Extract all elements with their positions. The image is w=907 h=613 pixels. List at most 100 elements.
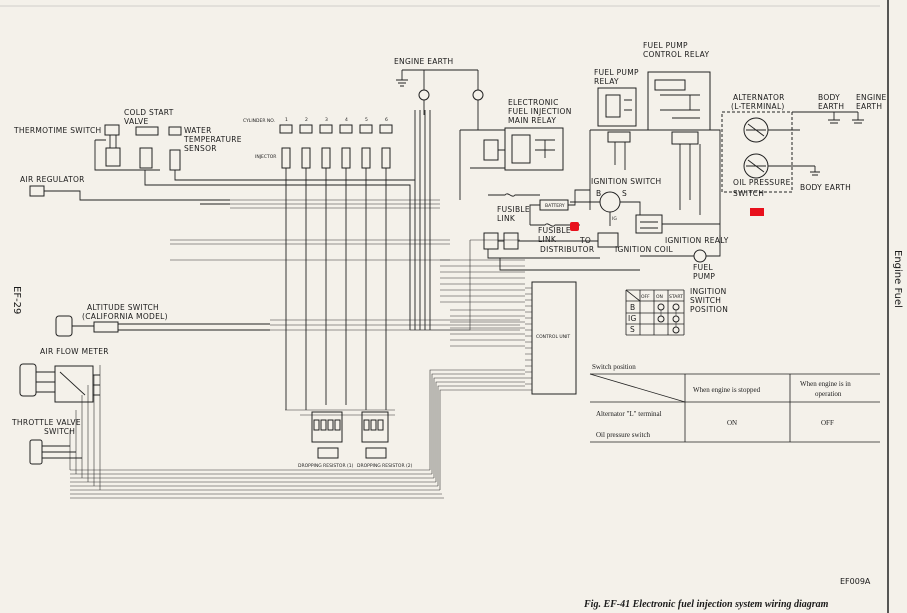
cold-start-valve-label-2: VALVE bbox=[124, 117, 149, 126]
status-col-operation-2: operation bbox=[815, 390, 842, 398]
earth-terminal-2 bbox=[472, 89, 484, 101]
dropping-resistor-1-label: DROPPING RESISTOR (1) bbox=[298, 463, 354, 469]
alternator-label-1: ALTERNATOR bbox=[733, 93, 785, 102]
ignition-coil-symbol bbox=[597, 232, 619, 248]
status-corner-label: Switch position bbox=[592, 363, 636, 371]
red-dot-marker bbox=[570, 222, 579, 231]
cold-start-valve-label-1: COLD START bbox=[124, 108, 174, 117]
control-unit-pins bbox=[525, 287, 532, 391]
efi-main-relay bbox=[504, 127, 564, 171]
red-marker bbox=[750, 208, 764, 216]
throttle-valve-label-1: THROTTLE VALVE bbox=[11, 418, 81, 427]
fuel-pump-label-1: FUEL bbox=[693, 263, 713, 272]
water-temp-connector bbox=[168, 126, 182, 136]
fusible-link-1-label-b: LINK bbox=[497, 214, 516, 223]
fusible-link-1-label-a: FUSIBLE bbox=[497, 205, 530, 214]
svg-text:4: 4 bbox=[345, 117, 348, 123]
svg-text:2: 2 bbox=[305, 117, 308, 123]
injector-connectors bbox=[279, 124, 393, 169]
status-row-oil: Oil pressure switch bbox=[596, 431, 651, 439]
figure-caption: Fig. EF-41 Electronic fuel injection sys… bbox=[583, 599, 829, 610]
thermotime-switch-body bbox=[105, 147, 121, 167]
pos-row-s: S bbox=[630, 325, 635, 334]
engine-earth-right-label-1: ENGINE bbox=[856, 93, 887, 102]
fuel-pump-control-relay bbox=[647, 71, 711, 131]
svg-text:1: 1 bbox=[285, 117, 288, 123]
pos-row-b: B bbox=[630, 303, 635, 312]
battery-label: BATTERY bbox=[545, 203, 565, 209]
injector-label: INJECTOR bbox=[255, 154, 276, 160]
control-unit-box bbox=[531, 281, 577, 395]
dropping-resistor-2 bbox=[361, 411, 389, 459]
ignition-position-label-1: INGITION bbox=[690, 287, 727, 296]
status-value-stopped: ON bbox=[727, 419, 737, 427]
air-flow-meter-circuit bbox=[54, 365, 94, 403]
pos-row-ig: IG bbox=[628, 314, 637, 323]
ignition-position-label-3: POSITION bbox=[690, 305, 728, 314]
thermotime-switch-connector bbox=[104, 124, 120, 136]
efi-relay-label-3: MAIN RELAY bbox=[508, 116, 556, 125]
fuel-pump bbox=[693, 249, 707, 263]
ignition-switch-label: IGNITION SWITCH bbox=[591, 177, 661, 186]
status-row-alternator: Alternator "L" terminal bbox=[596, 410, 662, 418]
engine-earth-right-label-2: EARTH bbox=[856, 102, 882, 111]
lower-bus bbox=[69, 365, 525, 499]
dropping-resistor-1 bbox=[311, 411, 343, 459]
efi-relay-connector bbox=[483, 139, 499, 161]
cylinder-numbers: 1 2 3 4 5 6 bbox=[285, 117, 388, 123]
to-distributor-label-2: DISTRIBUTOR bbox=[540, 245, 594, 254]
air-flow-meter-label: AIR FLOW METER bbox=[40, 347, 109, 356]
altitude-switch-connector bbox=[93, 321, 119, 333]
to-distributor-label-1: TO bbox=[579, 236, 591, 245]
ignition-switch-ig: IG bbox=[612, 216, 617, 222]
pos-header-start: START bbox=[669, 294, 683, 300]
cylinder-no-label: CYLINDER NO. bbox=[243, 118, 275, 124]
efi-relay-label-1: ELECTRONIC bbox=[508, 98, 559, 107]
pos-header-off: OFF bbox=[641, 294, 650, 300]
fuel-pump-label-2: PUMP bbox=[693, 272, 715, 281]
earth-terminal-1 bbox=[418, 89, 430, 101]
svg-text:3: 3 bbox=[325, 117, 328, 123]
ignition-position-label-2: SWITCH bbox=[690, 296, 721, 305]
distributor-connector-1 bbox=[483, 232, 499, 250]
oil-pressure-label-2: SWITCH bbox=[733, 189, 764, 198]
status-col-operation-1: When engine is in bbox=[800, 380, 851, 388]
switch-status-table: Switch position When engine is stopped W… bbox=[589, 363, 880, 443]
ignition-position-table: OFF ON START B IG S bbox=[625, 289, 685, 336]
fuel-pump-relay bbox=[597, 87, 637, 127]
altitude-switch-body bbox=[55, 315, 73, 337]
air-regulator-connector bbox=[29, 185, 45, 197]
status-col-stopped: When engine is stopped bbox=[693, 386, 761, 394]
altitude-switch-label-1: ALTITUDE SWITCH bbox=[87, 303, 159, 312]
ignition-relay bbox=[635, 214, 663, 234]
cold-start-valve-body bbox=[139, 147, 153, 169]
body-earth-top-label-1: BODY bbox=[818, 93, 840, 102]
thermotime-switch-label: THERMOTIME SWITCH bbox=[13, 126, 101, 135]
ignition-coil-label: IGNITION COIL bbox=[615, 245, 673, 254]
efi-relay-label-2: FUEL INJECTION bbox=[508, 107, 572, 116]
status-value-operation: OFF bbox=[821, 419, 834, 427]
dropping-resistor-2-label: DROPPING RESISTOR (2) bbox=[357, 463, 413, 469]
fuel-pump-control-label-2: CONTROL RELAY bbox=[643, 50, 709, 59]
section-label: Engine Fuel bbox=[892, 250, 903, 308]
ignition-relay-label: IGNITION REALY bbox=[665, 236, 729, 245]
fusible-link-2-label-a: FUSIBLE bbox=[538, 226, 571, 235]
fuel-pump-relay-label-1: FUEL PUMP bbox=[594, 68, 639, 77]
water-temp-body bbox=[169, 149, 181, 171]
throttle-valve-label-2: SWITCH bbox=[44, 427, 75, 436]
alternator-label-2: (L-TERMINAL) bbox=[731, 102, 785, 111]
ignition-switch-b: B bbox=[596, 189, 601, 198]
control-unit-harness bbox=[440, 259, 525, 347]
ignition-switch bbox=[599, 191, 621, 213]
fuel-pump-control-label-1: FUEL PUMP bbox=[643, 41, 688, 50]
engine-earth-top-label: ENGINE EARTH bbox=[394, 57, 453, 66]
alternator-oil-group bbox=[721, 111, 793, 193]
main-harness bbox=[144, 110, 520, 416]
body-earth-right-label: BODY EARTH bbox=[800, 183, 851, 192]
cold-start-valve-connector bbox=[135, 126, 159, 136]
air-regulator-label: AIR REGULATOR bbox=[20, 175, 85, 184]
control-unit-label: CONTROL UNIT bbox=[536, 334, 570, 340]
figure-code: EF009A bbox=[840, 577, 871, 586]
